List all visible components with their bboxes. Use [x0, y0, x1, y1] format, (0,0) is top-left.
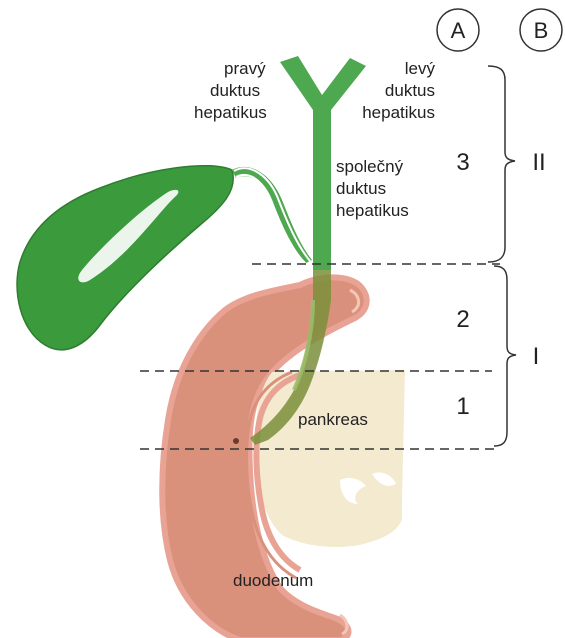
brace-group-ii — [488, 66, 515, 262]
cystic-duct — [232, 167, 312, 263]
left-duct-line-1: levý — [405, 59, 436, 78]
common-duct-line-3: hepatikus — [336, 201, 409, 220]
column-a-label: A — [451, 18, 466, 43]
right-duct-line-1: pravý — [224, 59, 266, 78]
segment-2: 2 — [456, 306, 469, 333]
right-duct-label: pravý duktus hepatikus — [194, 59, 267, 122]
braces — [488, 66, 516, 446]
pancreas — [256, 370, 405, 547]
group-i: I — [533, 343, 540, 370]
column-header-a: A — [437, 9, 479, 51]
gallbladder — [17, 166, 233, 350]
left-duct-line-2: duktus — [385, 81, 435, 100]
common-duct-line-2: duktus — [336, 179, 386, 198]
segment-3: 3 — [456, 149, 469, 176]
column-b-label: B — [534, 18, 549, 43]
left-duct-line-3: hepatikus — [362, 103, 435, 122]
left-duct-label: levý duktus hepatikus — [362, 59, 435, 122]
segment-1: 1 — [456, 393, 469, 420]
column-header-b: B — [520, 9, 562, 51]
brace-group-i — [494, 266, 516, 446]
duodenum-label: duodenum — [233, 571, 313, 590]
right-duct-line-3: hepatikus — [194, 103, 267, 122]
common-duct-line-1: společný — [336, 157, 404, 176]
common-duct-label: společný duktus hepatikus — [336, 157, 409, 220]
group-ii: II — [532, 149, 545, 176]
pancreas-label: pankreas — [298, 410, 368, 429]
right-duct-line-2: duktus — [210, 81, 260, 100]
